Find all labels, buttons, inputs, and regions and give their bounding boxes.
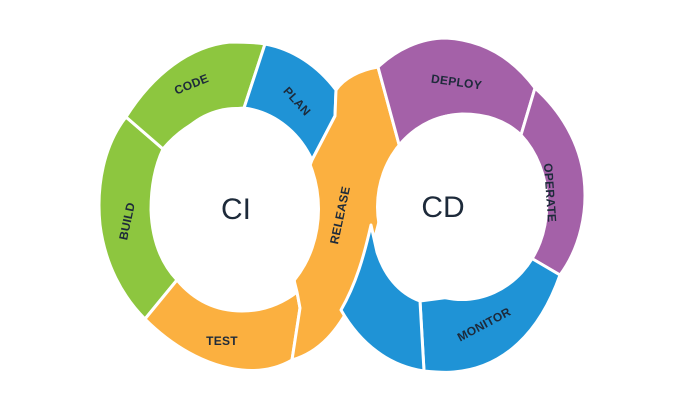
cd-label: CD [421,191,464,224]
cd-center [376,113,548,301]
label-operate: OPERATE [541,163,559,223]
segment-cd-lower-left [339,223,426,373]
label-test: TEST [206,334,238,348]
segment-build [97,115,179,321]
ci-label: CI [221,193,251,226]
ci-center [152,107,320,311]
